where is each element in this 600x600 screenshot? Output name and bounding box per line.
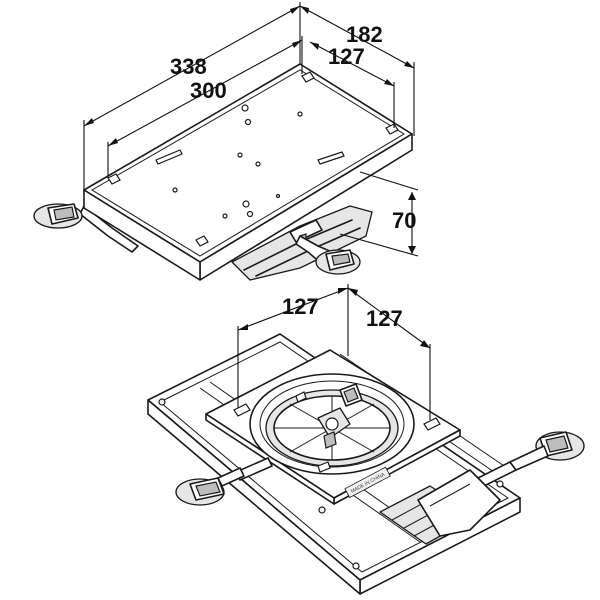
top-left-handle [33,203,139,253]
bottom-dimension-lines [237,284,431,420]
top-dimension-lines [83,2,419,257]
dimension-127-bottom-left: 127 [282,294,319,319]
dimension-300: 300 [190,78,227,103]
dimension-127-top: 127 [328,44,365,69]
plate-adjust-slots [155,149,345,165]
top-assembly: 338 300 182 127 70 [33,2,419,281]
bottom-left-handle [175,457,273,506]
bottom-right-handle [469,431,585,491]
swivel-plate-slots [233,391,441,473]
plate-corner-slots [107,71,399,247]
bottom-release-lever [417,469,501,537]
top-mounting-plate [83,63,413,281]
dimension-338: 338 [170,54,207,79]
dimension-70: 70 [392,208,416,233]
top-release-lever [295,235,361,275]
dimension-182: 182 [346,22,383,47]
bottom-assembly: MADE IN CHINA [147,284,585,595]
swivel-hub [317,383,363,449]
swivel-plate: MADE IN CHINA [205,349,461,505]
dimension-127-bottom-right: 127 [366,306,403,331]
plate-bolt-holes [172,104,303,219]
